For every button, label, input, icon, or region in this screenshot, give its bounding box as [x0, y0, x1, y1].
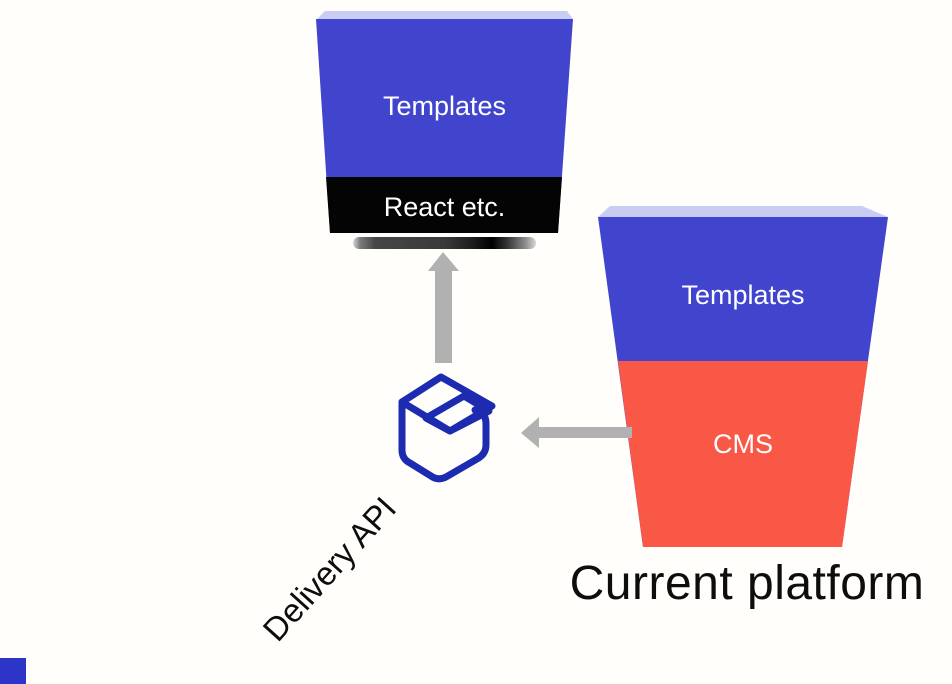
- new-stack-framework-label: React etc.: [383, 192, 506, 222]
- current-platform-bucket: [598, 206, 888, 547]
- current-platform-templates-label: Templates: [681, 280, 805, 310]
- new-stack-top-face: [317, 11, 573, 19]
- new-stack-framework-layer: [326, 177, 562, 233]
- corner-blue-square: [0, 658, 26, 684]
- new-stack-bucket: [316, 11, 573, 249]
- current-platform-cms-label: CMS: [713, 429, 773, 459]
- current-platform-top-face: [598, 206, 888, 217]
- current-platform-cms-layer: [618, 361, 868, 547]
- current-platform-caption: Current platform: [569, 557, 925, 610]
- box-rim-inner: [422, 392, 493, 435]
- up-arrow: [428, 252, 459, 363]
- open-box-icon: [398, 373, 496, 483]
- new-stack-base-bar: [353, 237, 536, 249]
- box-body: [398, 398, 490, 483]
- left-arrow: [521, 417, 632, 448]
- new-stack-templates-label: Templates: [382, 91, 507, 121]
